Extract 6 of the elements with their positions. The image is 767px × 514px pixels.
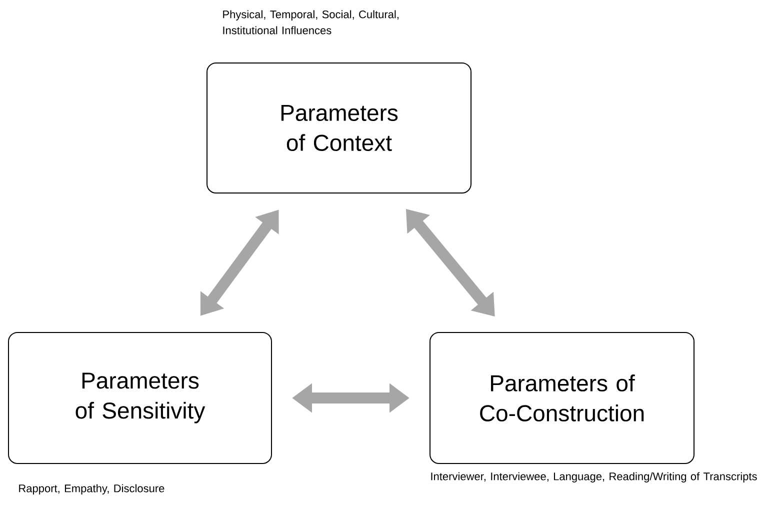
annotation-text: Interviewer, Interviewee, Language, Reading/Writing of Transcripts (431, 472, 757, 482)
annotation-text: Rapport, Empathy, Disclosure (19, 484, 164, 494)
process-box: Parameters of Context (206, 62, 472, 194)
process-box: Parameters of Co-Construction (430, 332, 695, 464)
annotation-text: Physical, Temporal, Social, Cultural, Institutional Influences (223, 10, 398, 34)
process-box: Parameters of Sensitivity (8, 332, 272, 464)
